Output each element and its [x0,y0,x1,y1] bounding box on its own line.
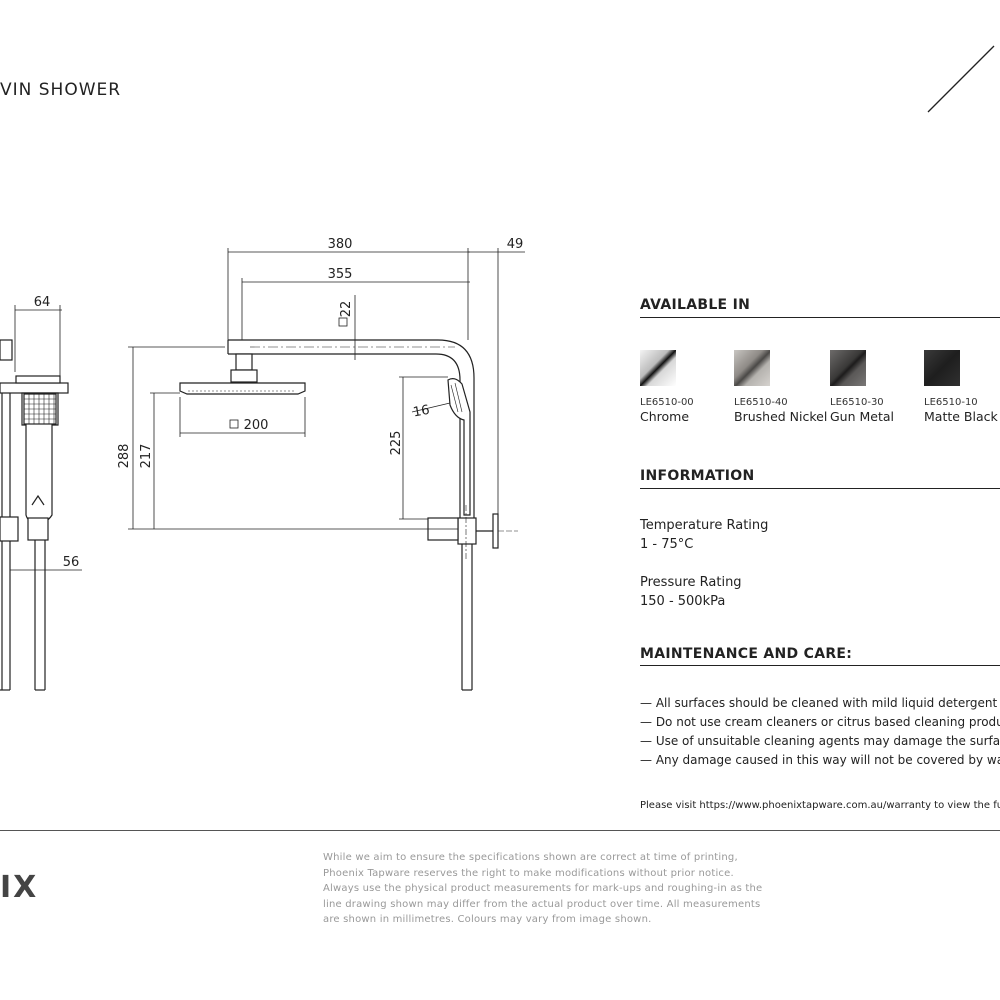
pressure-rating-label: Pressure Rating [640,575,742,590]
dim-355: 355 [328,267,353,282]
disclaimer-line: Phoenix Tapware reserves the right to ma… [323,867,734,879]
finish-code: LE6510-30 [830,397,884,408]
technical-drawing: 380 49 355 64 56 200 16 288 217 225 22 [0,237,525,691]
dim-16: 16 [412,403,431,421]
finish-code: LE6510-00 [640,397,694,408]
maintenance-heading: MAINTENANCE AND CARE: [640,646,853,662]
care-item: — Any damage caused in this way will not… [640,753,1000,767]
square-symbol-icon [229,419,239,429]
swatch-chrome [640,350,676,386]
finish-name: Brushed Nickel [734,409,828,424]
information-heading: INFORMATION [640,468,755,484]
dim-200: 200 [244,418,269,433]
square-symbol-icon [338,317,348,327]
dim-22: 22 [339,301,354,318]
care-item: — Use of unsuitable cleaning agents may … [640,734,1000,748]
dim-288: 288 [117,444,132,469]
swatch-gun-metal [830,350,866,386]
finish-code: LE6510-10 [924,397,978,408]
footer-divider [0,830,1000,831]
care-item: — All surfaces should be cleaned with mi… [640,696,1000,710]
disclaimer-line: While we aim to ensure the specification… [323,852,738,863]
information-divider [640,488,1000,489]
maintenance-divider [640,665,1000,666]
disclaimer-line: line drawing shown may differ from the a… [323,898,761,910]
corner-diagonal-line [927,45,995,113]
temperature-rating-value: 1 - 75°C [640,537,694,552]
dim-64: 64 [34,295,51,310]
dim-217: 217 [139,444,154,469]
dim-56: 56 [63,555,80,570]
finish-code: LE6510-40 [734,397,788,408]
warranty-visit-text: Please visit https://www.phoenixtapware.… [640,800,1000,811]
care-item: — Do not use cream cleaners or citrus ba… [640,715,1000,729]
available-in-heading: AVAILABLE IN [640,297,751,313]
page-title: VIN SHOWER [0,80,122,100]
swatch-matte-black [924,350,960,386]
disclaimer-line: Always use the physical product measurem… [323,883,763,894]
disclaimer-line: are shown in millimetres. Colours may va… [323,914,652,925]
disclaimer: While we aim to ensure the specification… [323,850,763,928]
pressure-rating-value: 150 - 500kPa [640,594,726,609]
swatch-brushed-nickel [734,350,770,386]
temperature-rating-label: Temperature Rating [640,518,769,533]
finish-name: Gun Metal [830,409,895,424]
available-in-divider [640,317,1000,318]
finish-name: Matte Black [924,409,998,424]
dim-225: 225 [389,431,404,456]
finish-name: Chrome [640,409,690,424]
dim-380: 380 [328,237,353,252]
brand-logo: IX [0,870,39,905]
dim-49: 49 [507,237,524,252]
